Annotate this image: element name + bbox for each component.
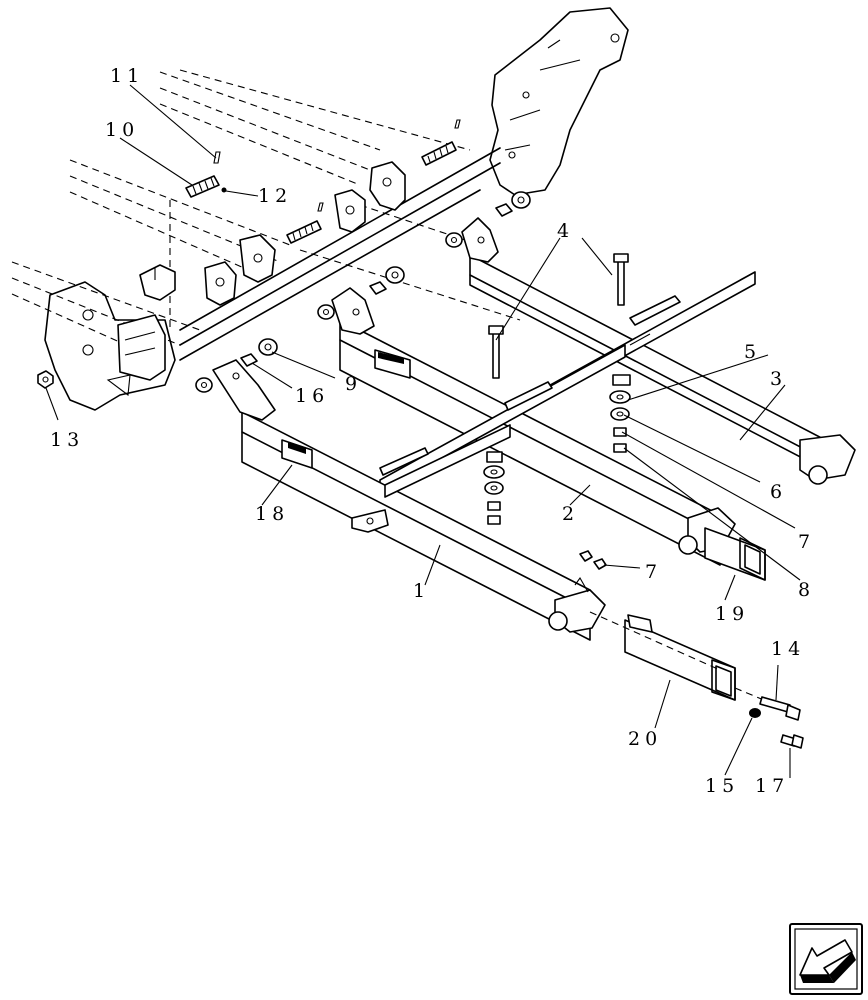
callout-labels: 1 2 3 4 5 6 7 7 8 9 10 11 12 13 14 15 16… — [50, 65, 815, 797]
callout-11: 11 — [110, 65, 144, 87]
callout-6: 6 — [770, 481, 787, 503]
callout-15: 15 — [705, 775, 739, 797]
callout-5: 5 — [744, 341, 761, 363]
hardware-stacks — [240, 191, 631, 570]
extension-tube-20 — [589, 611, 801, 716]
callout-13: 13 — [50, 429, 84, 451]
callout-3: 3 — [770, 368, 787, 390]
callout-2: 2 — [562, 503, 579, 525]
callout-7a: 7 — [798, 531, 815, 553]
machine-frame — [11, 7, 629, 411]
callout-18: 18 — [255, 503, 289, 525]
leader-lines — [45, 84, 801, 778]
callout-17: 17 — [755, 775, 789, 797]
callout-19: 19 — [715, 603, 749, 625]
drag-bar-2 — [317, 287, 766, 581]
nut-13 — [37, 370, 54, 389]
callout-20: 20 — [628, 728, 662, 750]
callout-7b: 7 — [645, 561, 662, 583]
drag-bar-3 — [445, 217, 856, 485]
callout-1: 1 — [413, 580, 430, 602]
callout-16: 16 — [295, 385, 329, 407]
callout-4: 4 — [557, 220, 574, 242]
pin-assembly — [185, 119, 461, 212]
callout-12: 12 — [258, 185, 292, 207]
drag-bar-1 — [195, 359, 606, 641]
callout-14: 14 — [771, 638, 805, 660]
arrow-previous-page-icon[interactable] — [789, 923, 863, 995]
callout-9: 9 — [345, 373, 362, 395]
callout-8: 8 — [798, 579, 815, 601]
hardware-14-15-17 — [749, 696, 804, 749]
callout-10: 10 — [105, 119, 139, 141]
